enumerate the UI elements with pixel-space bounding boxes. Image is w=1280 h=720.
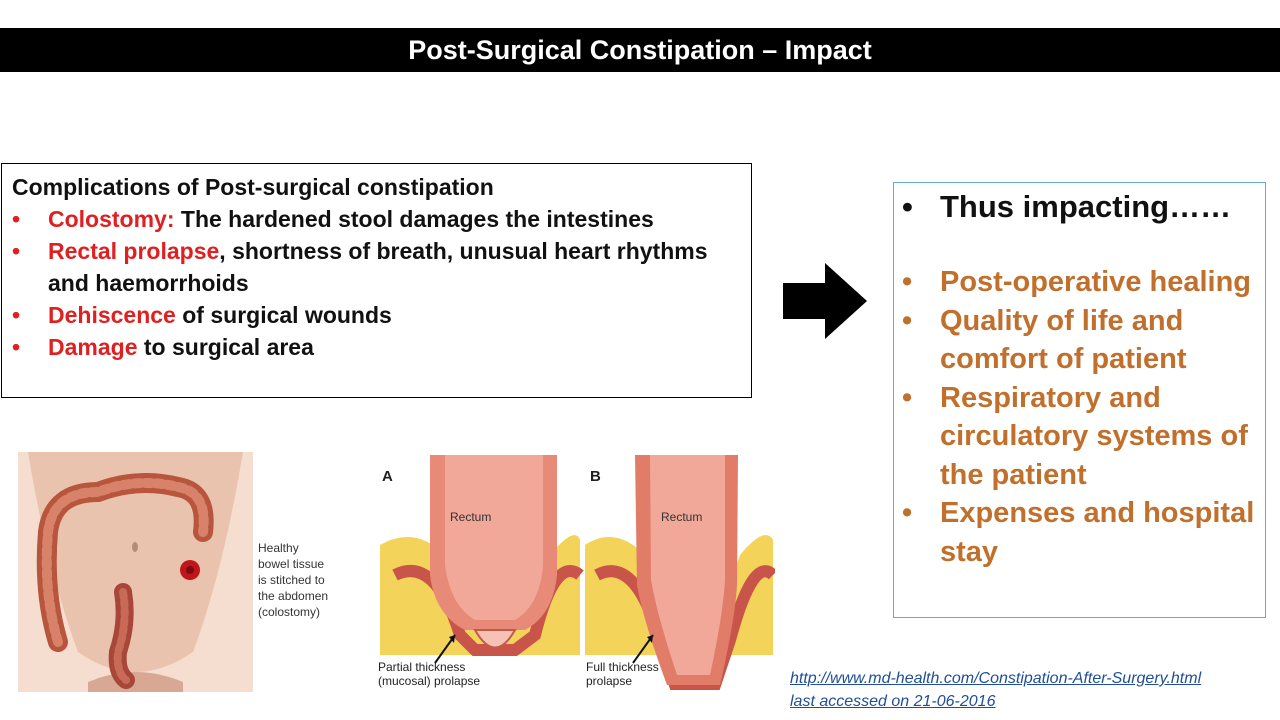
rectum-label-b: Rectum — [661, 510, 703, 524]
slide-title: Post-Surgical Constipation – Impact — [0, 28, 1280, 72]
list-item: •Damage to surgical area — [12, 334, 314, 360]
item-text: to surgical area — [137, 334, 314, 360]
partial-prolapse-caption: Partial thickness (mucosal) prolapse — [378, 660, 481, 688]
highlight-term: Dehiscence — [48, 302, 176, 328]
colostomy-illustration — [18, 452, 253, 692]
list-item: •Expenses and hospital stay — [902, 497, 1255, 568]
reference-link[interactable]: http://www.md-health.com/Constipation-Af… — [790, 667, 1201, 713]
highlight-term: Rectal prolapse — [48, 238, 220, 264]
item-text: The hardened stool damages the intestine… — [174, 206, 654, 232]
complications-box: Complications of Post-surgical constipat… — [1, 163, 752, 398]
partial-prolapse-figure — [380, 455, 584, 664]
item-text: of surgical wounds — [175, 302, 392, 328]
reference-accessed: last accessed on 21-06-2016 — [790, 693, 996, 710]
figure-label-b: B — [590, 468, 601, 485]
impact-list: •Post-operative healing •Quality of life… — [902, 263, 1262, 571]
right-arrow-icon — [783, 263, 867, 339]
list-item: •Rectal prolapse, shortness of breath, u… — [12, 238, 708, 296]
highlight-term: Colostomy: — [48, 206, 175, 232]
list-item: •Quality of life and comfort of patient — [902, 304, 1187, 376]
colostomy-caption: Healthy bowel tissue is stitched to the … — [258, 541, 329, 619]
list-item: •Post-operative healing — [902, 266, 1252, 298]
complications-heading: Complications of Post-surgical constipat… — [12, 174, 494, 200]
list-item: •Dehiscence of surgical wounds — [12, 302, 392, 328]
full-prolapse-figure — [585, 455, 775, 690]
list-item: •Respiratory and circulatory systems of … — [902, 381, 1248, 491]
figure-label-a: A — [382, 468, 393, 485]
highlight-term: Damage — [48, 334, 138, 360]
list-item: •Colostomy: The hardened stool damages t… — [12, 206, 654, 232]
rectal-prolapse-illustration — [380, 455, 775, 690]
rectum-label-a: Rectum — [450, 510, 492, 524]
item-text: , shortness of breath, unusual heart rhy… — [48, 238, 708, 296]
reference-url[interactable]: http://www.md-health.com/Constipation-Af… — [790, 670, 1202, 687]
complications-list: •Colostomy: The hardened stool damages t… — [12, 203, 741, 363]
full-prolapse-caption: Full thickness prolapse — [586, 660, 659, 688]
impact-lead: •Thus impacting…… — [902, 189, 1232, 224]
impact-box: •Thus impacting…… •Post-operative healin… — [893, 182, 1266, 618]
